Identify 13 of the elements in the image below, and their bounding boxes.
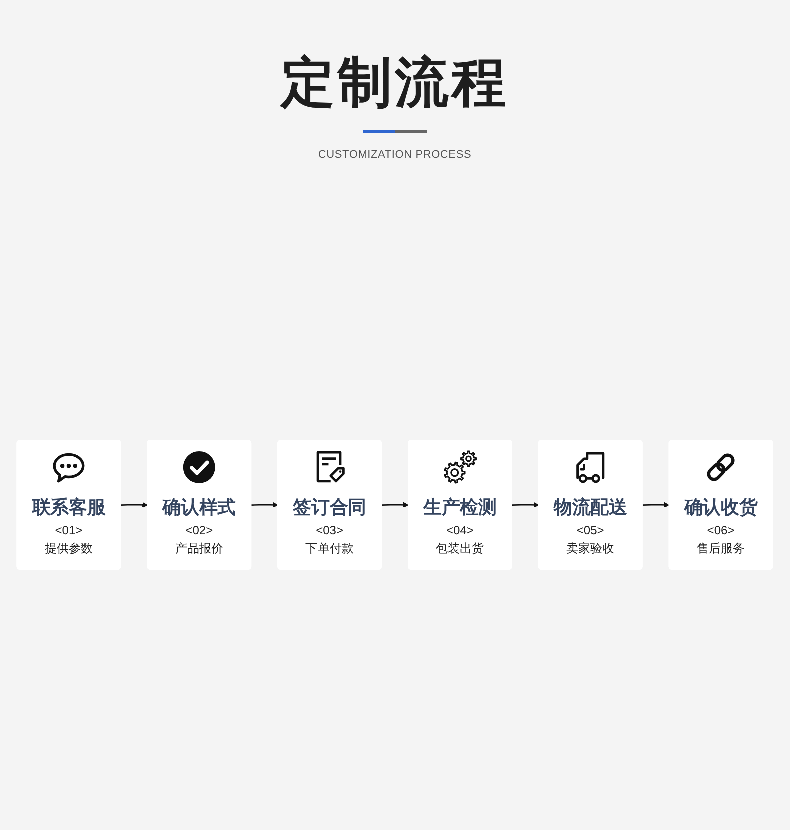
step-text: 确认样式 <02> 产品报价 bbox=[162, 496, 236, 558]
step-text: 签订合同 <03> 下单付款 bbox=[293, 496, 366, 558]
arrow bbox=[642, 502, 670, 508]
arrow bbox=[252, 502, 278, 508]
step-text: 物流配送 <05> 卖家验收 bbox=[554, 496, 628, 558]
step-text: 生产检测 <04> 包装出货 bbox=[424, 496, 497, 558]
arrow bbox=[512, 502, 540, 508]
title: 定制流程 bbox=[281, 52, 509, 115]
arrow bbox=[382, 502, 409, 508]
step-text: 确认收货 <06> 售后服务 bbox=[684, 496, 758, 558]
step-text: 联系客服 <01> 提供参数 bbox=[32, 496, 106, 558]
subtitle: CUSTOMIZATION PROCESS bbox=[318, 148, 472, 160]
arrow bbox=[121, 502, 148, 508]
